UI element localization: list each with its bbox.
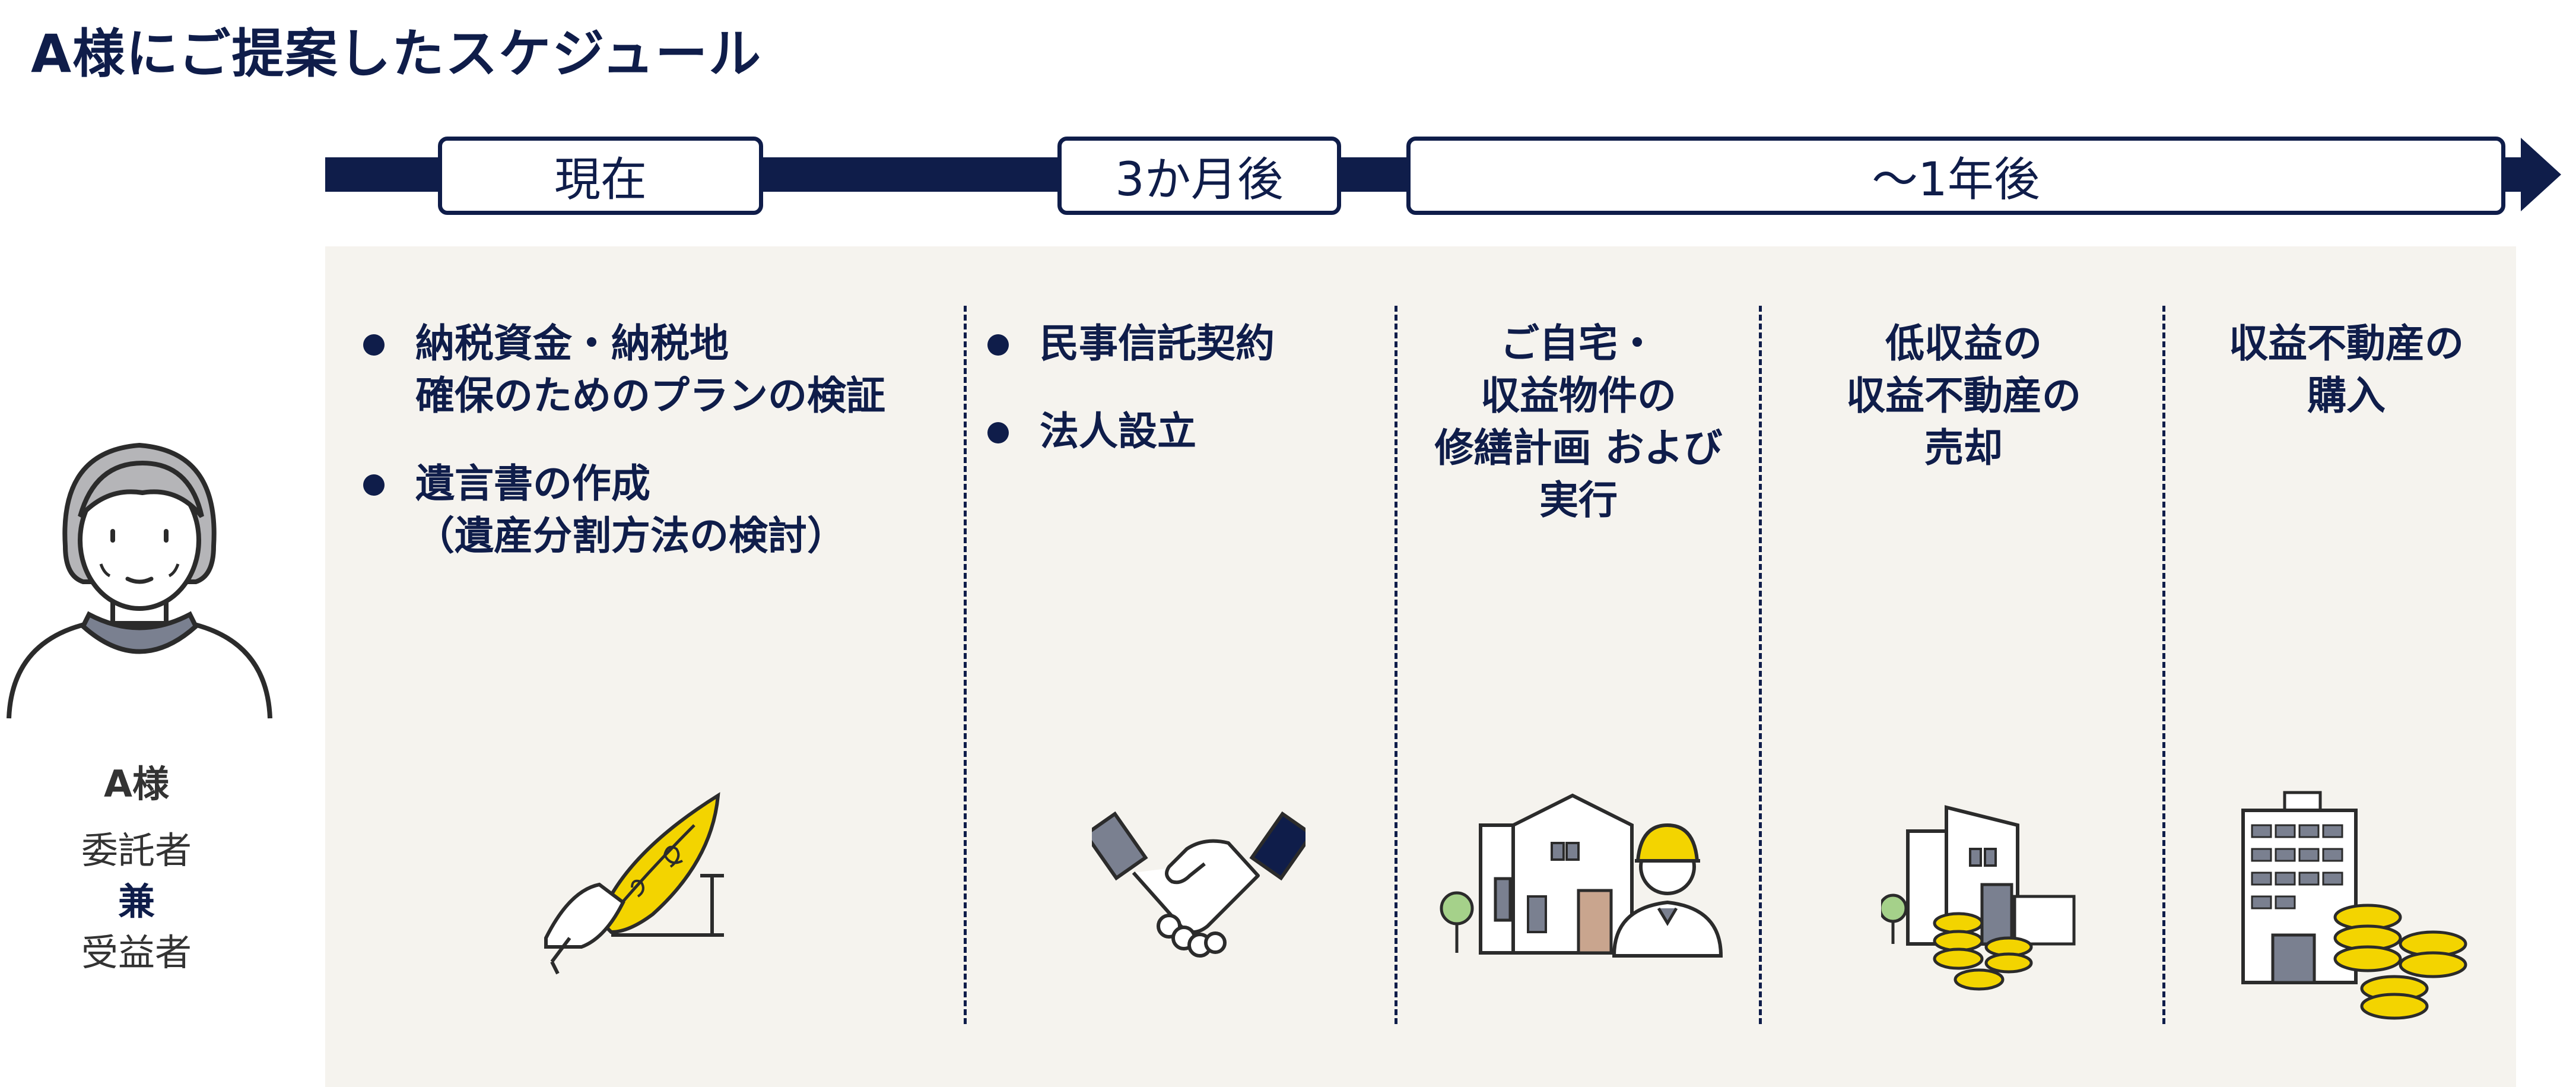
task-item: 納税資金・納税地 確保のためのプランの検証 (356, 318, 885, 422)
now-tasks: 納税資金・納税地 確保のためのプランの検証 遺言書の作成 （遺産分割方法の検討） (356, 318, 885, 562)
house-sale-coins-icon (1881, 805, 2076, 991)
task-item: 民事信託契約 (980, 318, 1275, 370)
period-1-year: ～1年後 (1406, 137, 2505, 215)
task-line: 購入 (2307, 373, 2386, 419)
column-divider (2162, 306, 2165, 1024)
task-line: 修繕計画 および (1434, 425, 1723, 471)
handshake-icon (1092, 811, 1306, 958)
task-item: 遺言書の作成 （遺産分割方法の検討） (356, 458, 885, 562)
role-line: 受益者 (81, 931, 192, 974)
period-now: 現在 (438, 137, 763, 215)
elderly-person-icon (7, 442, 272, 719)
timeline-arrow-icon (2521, 138, 2561, 211)
column-divider (1759, 306, 1762, 1024)
page-title: A様にご提案したスケジュール (31, 23, 763, 84)
role-line: 委託者 (81, 829, 192, 872)
task-line: 低収益の (1885, 321, 2042, 366)
task-sale: 低収益の 収益不動産の 売却 (1765, 318, 2162, 474)
task-purchase: 収益不動産の 購入 (2168, 318, 2524, 422)
task-item: 法人設立 (980, 405, 1275, 458)
task-line: 遺言書の作成 (415, 461, 650, 506)
house-repair-worker-icon (1440, 793, 1723, 958)
task-line: 実行 (1539, 477, 1618, 523)
task-repair: ご自宅・ 収益物件の 修繕計画 および 実行 (1400, 318, 1756, 527)
role-line: 兼 (117, 880, 155, 923)
quill-pen-icon (544, 792, 724, 975)
task-line: 売却 (1924, 425, 2003, 471)
task-line: 納税資金・納税地 (415, 321, 729, 366)
task-line: 収益不動産の (1846, 373, 2081, 419)
task-line: 確保のためのプランの検証 (415, 373, 885, 419)
person-role: 委託者 兼 受益者 (24, 825, 249, 978)
task-line: 収益不動産の (2229, 321, 2464, 366)
column-divider (1395, 306, 1397, 1024)
column-divider (964, 306, 967, 1024)
person-name: A様 (104, 762, 169, 806)
task-line: （遺産分割方法の検討） (415, 513, 846, 559)
period-3-months: 3か月後 (1057, 137, 1341, 215)
three-month-tasks: 民事信託契約 法人設立 (980, 318, 1275, 458)
task-line: ご自宅・ (1500, 321, 1657, 366)
task-line: 収益物件の (1481, 373, 1676, 419)
building-purchase-coins-icon (2241, 791, 2467, 1020)
schedule-panel (325, 246, 2516, 1087)
